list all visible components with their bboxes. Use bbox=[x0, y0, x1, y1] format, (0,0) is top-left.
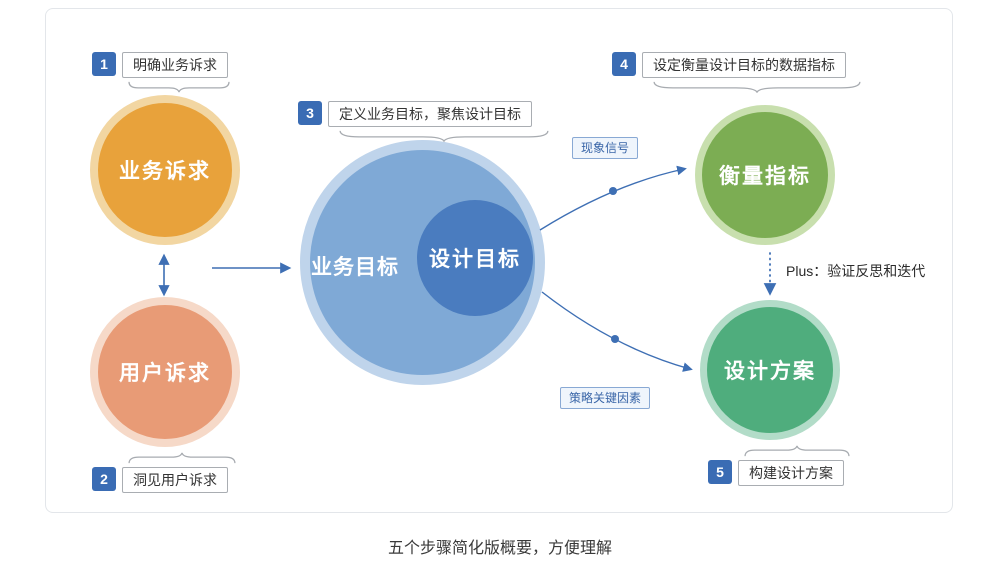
brace-up-icon bbox=[744, 445, 850, 457]
circle-user-demand: 用户诉求 bbox=[90, 297, 240, 447]
circle-metric: 衡量指标 bbox=[695, 105, 835, 245]
circle-business-demand-label: 业务诉求 bbox=[119, 160, 211, 183]
strategy-tag: 策略关键因素 bbox=[560, 387, 651, 409]
step-1-badge: 1 bbox=[92, 52, 116, 76]
brace-down-icon bbox=[128, 81, 230, 93]
step-1-number: 1 bbox=[100, 56, 108, 72]
step-2-label: 洞见用户诉求 bbox=[122, 467, 228, 493]
diagram-caption: 五个步骤简化版概要，方便理解 bbox=[387, 540, 612, 557]
step-4-number: 4 bbox=[620, 56, 628, 72]
step-4-label: 设定衡量设计目标的数据指标 bbox=[642, 52, 846, 78]
step-2-badge: 2 bbox=[92, 467, 116, 491]
step-5-badge: 5 bbox=[708, 460, 732, 484]
step-2-number: 2 bbox=[100, 471, 108, 487]
step-5-number: 5 bbox=[716, 464, 724, 480]
step-3-number: 3 bbox=[306, 105, 314, 121]
circle-design-plan: 设计方案 bbox=[700, 300, 840, 440]
brace-up-icon bbox=[128, 452, 236, 464]
circle-business-goal-label: 业务目标 bbox=[311, 256, 399, 279]
step-5-label: 构建设计方案 bbox=[738, 460, 844, 486]
step-1-label: 明确业务诉求 bbox=[122, 52, 228, 78]
step-4-badge: 4 bbox=[612, 52, 636, 76]
circle-design-goal: 设计目标 bbox=[417, 200, 533, 316]
circle-business-demand: 业务诉求 bbox=[90, 95, 240, 245]
brace-down-icon bbox=[338, 130, 550, 142]
step-3-badge: 3 bbox=[298, 101, 322, 125]
circle-metric-label: 衡量指标 bbox=[719, 165, 811, 188]
signal-tag: 现象信号 bbox=[572, 137, 639, 159]
circle-design-plan-label: 设计方案 bbox=[724, 360, 816, 383]
step-3-label: 定义业务目标，聚焦设计目标 bbox=[328, 101, 532, 127]
circle-design-goal-label: 设计目标 bbox=[429, 248, 521, 271]
circle-user-demand-label: 用户诉求 bbox=[119, 362, 211, 385]
plus-iteration-label: Plus：验证反思和迭代 bbox=[786, 263, 926, 279]
brace-down-icon bbox=[652, 81, 862, 93]
